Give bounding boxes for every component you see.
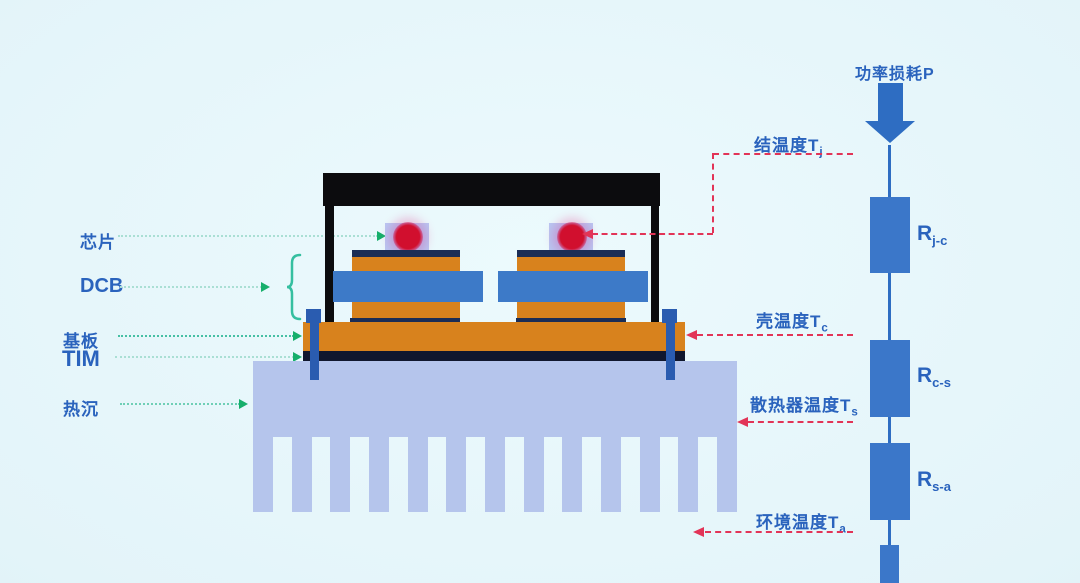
resistor-rsa-label: Rs-a	[917, 468, 951, 495]
chip-arrow-icon	[377, 231, 386, 241]
resistor-rcs-label: Rc-s	[917, 364, 951, 391]
mounting-screw-right	[666, 322, 675, 380]
dcb-copper-left-top	[352, 257, 460, 271]
heatsink-fins	[253, 437, 737, 512]
chip-label: 芯片	[80, 233, 116, 252]
heatsink-fin	[716, 437, 737, 512]
ladder-connector	[888, 145, 891, 197]
baseplate-leader-line	[118, 335, 294, 337]
heatsink-fin	[407, 437, 428, 512]
case-temp-label: 壳温度Tc	[756, 312, 829, 335]
dcb-leader-line	[120, 286, 262, 288]
resistor-rjc	[870, 197, 910, 273]
tim-label: TIM	[62, 346, 100, 371]
case-temp-line	[697, 334, 853, 336]
power-arrow-icon	[878, 83, 903, 121]
heatsink-fin	[253, 437, 273, 512]
heatsink-fin	[330, 437, 351, 512]
baseplate-label: 基板	[63, 332, 99, 351]
sink-temp-arrow-icon	[737, 417, 748, 427]
tim-layer	[303, 351, 685, 361]
heatsink-fin	[368, 437, 389, 512]
junction-temp-arrow-icon	[582, 229, 593, 239]
ambient-temp-label: 环境温度Ta	[756, 513, 847, 536]
mounting-screw-left	[310, 322, 319, 380]
ladder-connector	[888, 417, 891, 443]
heatsink-arrow-icon	[239, 399, 248, 409]
power-loss-label: 功率损耗P	[855, 66, 935, 83]
power-arrow-head-icon	[865, 121, 915, 143]
ladder-connector	[888, 273, 891, 340]
baseplate	[303, 322, 685, 351]
heatsink-base	[253, 361, 737, 437]
dcb-copper-left-bottom	[352, 302, 460, 318]
junction-temp-line-bottom	[592, 233, 713, 235]
baseplate-arrow-icon	[293, 331, 302, 341]
mounting-screw-right-head	[662, 309, 677, 323]
junction-temp-line-vertical	[712, 153, 714, 233]
heatsink-fin	[523, 437, 544, 512]
case-temp-arrow-icon	[686, 330, 697, 340]
sink-temp-line	[748, 421, 853, 423]
tim-leader-line	[115, 356, 294, 358]
sink-temp-label: 散热器温度Ts	[750, 396, 859, 419]
heatsink-label: 热沉	[63, 400, 99, 419]
dcb-copper-right-top	[517, 257, 625, 271]
solder-layer-right-bottom	[516, 318, 626, 323]
heatsink-fin	[484, 437, 505, 512]
dcb-label: DCB	[80, 275, 124, 297]
heatsink-fin	[562, 437, 583, 512]
dcb-ceramic-left	[333, 271, 483, 302]
module-lid	[323, 173, 660, 206]
junction-temp-label: 结温度Tj	[754, 136, 824, 159]
solder-layer-left-top	[352, 250, 460, 257]
heatsink-leader-line	[120, 403, 240, 405]
resistor-rcs	[870, 340, 910, 417]
solder-layer-left-bottom	[350, 318, 460, 323]
module-wall-left	[325, 206, 334, 323]
chip-hotspot-left	[393, 222, 423, 252]
mounting-screw-left-head	[306, 309, 321, 323]
module-wall-right	[651, 206, 659, 323]
resistor-rsa	[870, 443, 910, 520]
resistor-bottom-stub	[880, 545, 899, 583]
heatsink-fin	[446, 437, 467, 512]
solder-layer-right-top	[517, 250, 625, 257]
dcb-copper-right-bottom	[517, 302, 625, 318]
chip-leader-line	[118, 235, 378, 237]
heatsink-fin	[639, 437, 660, 512]
heatsink-fin	[678, 437, 699, 512]
ladder-connector	[888, 520, 891, 545]
ambient-temp-arrow-icon	[693, 527, 704, 537]
tim-arrow-icon	[293, 352, 302, 362]
heatsink-fin	[600, 437, 621, 512]
heatsink-fin	[291, 437, 312, 512]
ambient-temp-line	[705, 531, 853, 533]
dcb-brace-icon	[286, 253, 302, 321]
dcb-arrow-icon	[261, 282, 270, 292]
junction-temp-line-top	[713, 153, 853, 155]
dcb-ceramic-right	[498, 271, 648, 302]
resistor-rjc-label: Rj-c	[917, 222, 948, 249]
